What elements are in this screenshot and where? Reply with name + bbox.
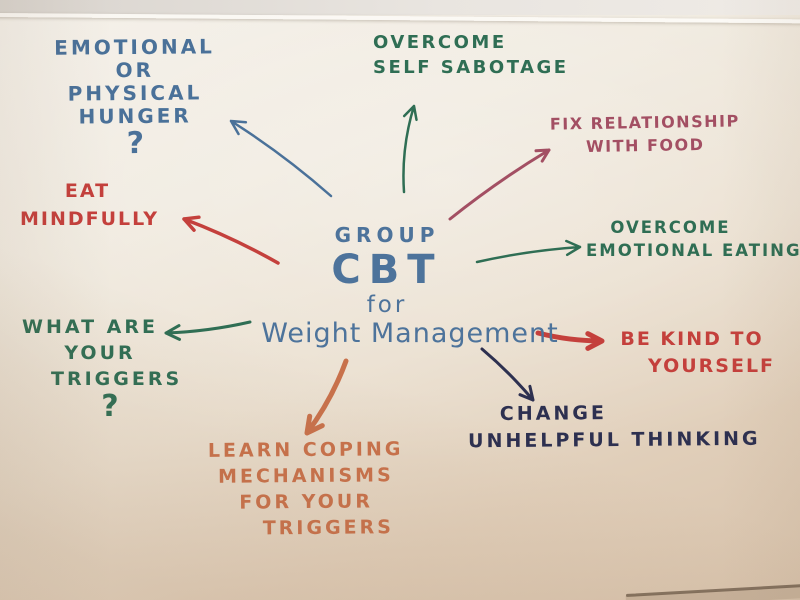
node-line: YOURSELF [648, 355, 776, 377]
photo-background-top [0, 0, 800, 15]
node-line: TRIGGERS [51, 368, 183, 390]
central-topic-line: GROUP [334, 223, 440, 247]
central-topic-line: for [366, 292, 408, 318]
node-line: UNHELPFUL THINKING [468, 427, 761, 453]
node-learn-coping-mechanisms: LEARN COPING MECHANISMS FOR YOUR TRIGGER… [200, 436, 413, 542]
node-line: YOUR [64, 342, 136, 364]
arrow-to-emotional-eating [475, 239, 582, 264]
question-mark: ? [101, 389, 119, 424]
arrow-to-fix-relationship [448, 148, 551, 221]
arrow-to-eat-mindfully [182, 215, 280, 265]
arrow-to-be-kind [535, 330, 605, 351]
node-line: EAT [64, 180, 111, 202]
arrow-to-self-sabotage [402, 104, 418, 194]
node-line: OVERCOME [373, 32, 507, 53]
central-topic-line: CBT [331, 247, 443, 293]
node-what-are-your-triggers: WHAT ARE YOUR TRIGGERS ? [15, 314, 183, 424]
node-overcome-emotional-eating: OVERCOME EMOTIONAL EATING [586, 216, 800, 262]
question-mark: ? [126, 125, 145, 162]
node-line: MECHANISMS [217, 464, 394, 488]
arrow-to-learn-coping [304, 358, 349, 436]
arrow-to-change-thinking [480, 347, 535, 402]
node-line: TRIGGERS [262, 516, 395, 540]
node-line: LEARN COPING [207, 438, 404, 462]
node-change-unhelpful-thinking: CHANGE UNHELPFUL THINKING [468, 399, 768, 456]
node-eat-mindfully: EAT MINDFULLY [20, 177, 160, 233]
arrow-to-triggers [164, 320, 252, 341]
node-central-topic-group-cbt: GROUP CBT for Weight Management [255, 222, 565, 350]
node-fix-relationship-with-food: FIX RELATIONSHIP WITH FOOD [540, 109, 751, 159]
node-line: FOR YOUR [239, 490, 374, 514]
node-line: OR [115, 57, 155, 83]
arrow-to-hunger [229, 119, 333, 198]
node-line: PHYSICAL [67, 80, 203, 106]
node-overcome-self-sabotage: OVERCOME SELF SABOTAGE [373, 30, 583, 80]
node-line: EMOTIONAL [54, 34, 215, 60]
node-line: OVERCOME [610, 218, 731, 237]
node-emotional-or-physical-hunger: EMOTIONAL OR PHYSICAL HUNGER ? [34, 34, 235, 162]
node-line: EMOTIONAL EATING [586, 241, 800, 260]
node-line: SELF SABOTAGE [373, 57, 569, 78]
node-line: MINDFULLY [20, 208, 160, 230]
node-line: BE KIND TO [620, 328, 764, 350]
central-topic-line: Weight Management [261, 318, 559, 349]
node-line: WHAT ARE [22, 316, 158, 338]
node-line: WITH FOOD [585, 134, 705, 157]
node-be-kind-to-yourself: BE KIND TO YOURSELF [612, 326, 776, 380]
node-line: FIX RELATIONSHIP [549, 111, 740, 134]
node-line: CHANGE [499, 402, 608, 426]
